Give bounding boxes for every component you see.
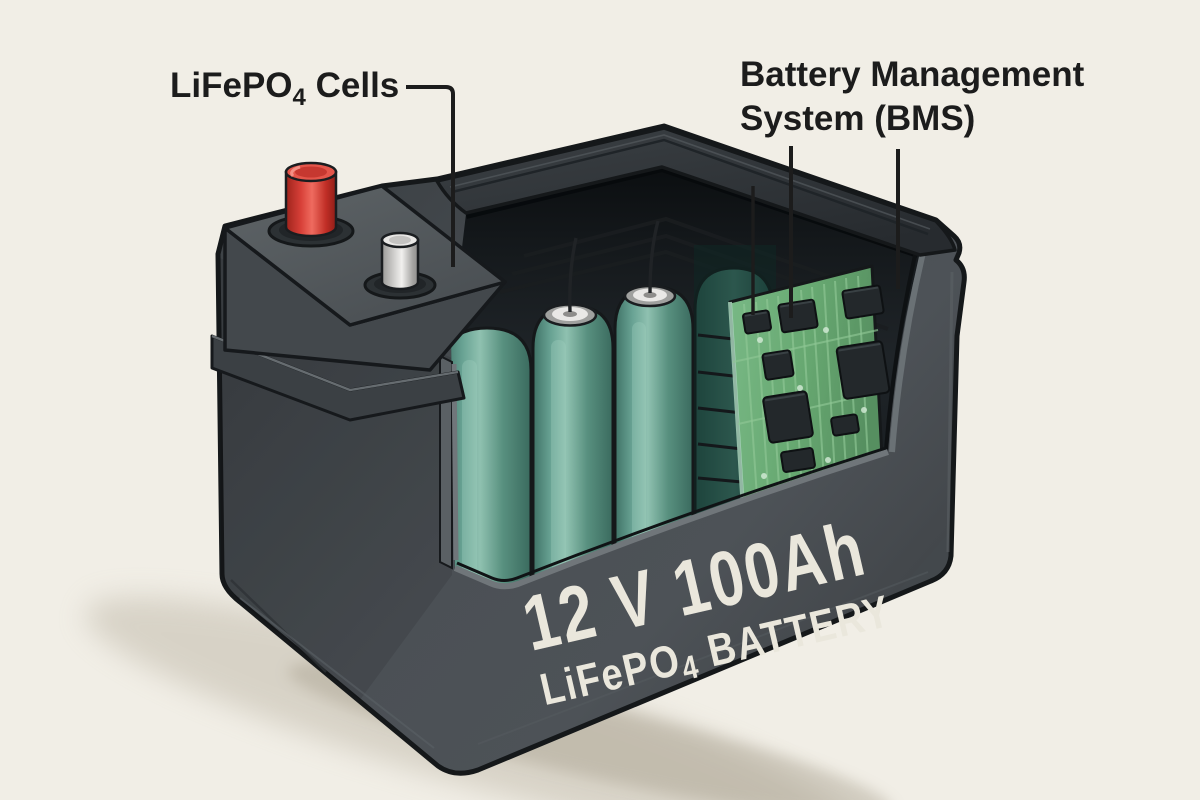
lid-groove <box>451 138 929 236</box>
pcb-edge-highlight <box>728 301 746 527</box>
cell-cap <box>542 303 598 327</box>
bms-chip <box>841 284 885 320</box>
cell-wire <box>648 220 660 294</box>
bms-chip <box>777 298 819 334</box>
window-frame-strip <box>439 354 453 570</box>
case-corner-crease <box>230 579 327 673</box>
cell-highlight <box>632 322 646 557</box>
leader-line-cells <box>406 85 455 267</box>
bms-chip <box>835 340 891 400</box>
callout-cells: LiFePO4 Cells <box>170 66 455 267</box>
window-lip <box>453 449 889 590</box>
cell-cap <box>623 284 677 308</box>
case-right-bevel <box>946 271 954 553</box>
case-bottom-left-bevel <box>239 597 435 749</box>
cell-wire <box>568 237 578 313</box>
label-cells: LiFePO4 Cells <box>170 66 399 111</box>
bms-chip <box>761 349 795 381</box>
bms-chip <box>780 447 816 473</box>
bms-chip <box>742 309 772 335</box>
cell-highlight <box>551 340 566 570</box>
lid-groove-highlight <box>449 134 931 230</box>
battery-lid <box>435 126 957 257</box>
label-bms-line1: Battery Management <box>740 55 1085 94</box>
negative-terminal <box>363 231 437 300</box>
bms-chip <box>830 413 860 437</box>
cutaway-edge-highlight <box>889 247 927 453</box>
cell-highlight <box>462 360 477 580</box>
bms-chip <box>762 390 814 444</box>
case-bottom-bevel <box>477 571 929 745</box>
window-lip-shadow <box>456 446 887 582</box>
callout-bms: Battery Management System (BMS) <box>740 55 1085 318</box>
solder-pads <box>757 327 867 479</box>
label-bms-line2: System (BMS) <box>740 99 975 138</box>
terminal-block <box>210 161 507 422</box>
bms-chips <box>742 284 891 473</box>
cutaway-edge <box>884 245 919 451</box>
positive-terminal <box>267 161 355 248</box>
